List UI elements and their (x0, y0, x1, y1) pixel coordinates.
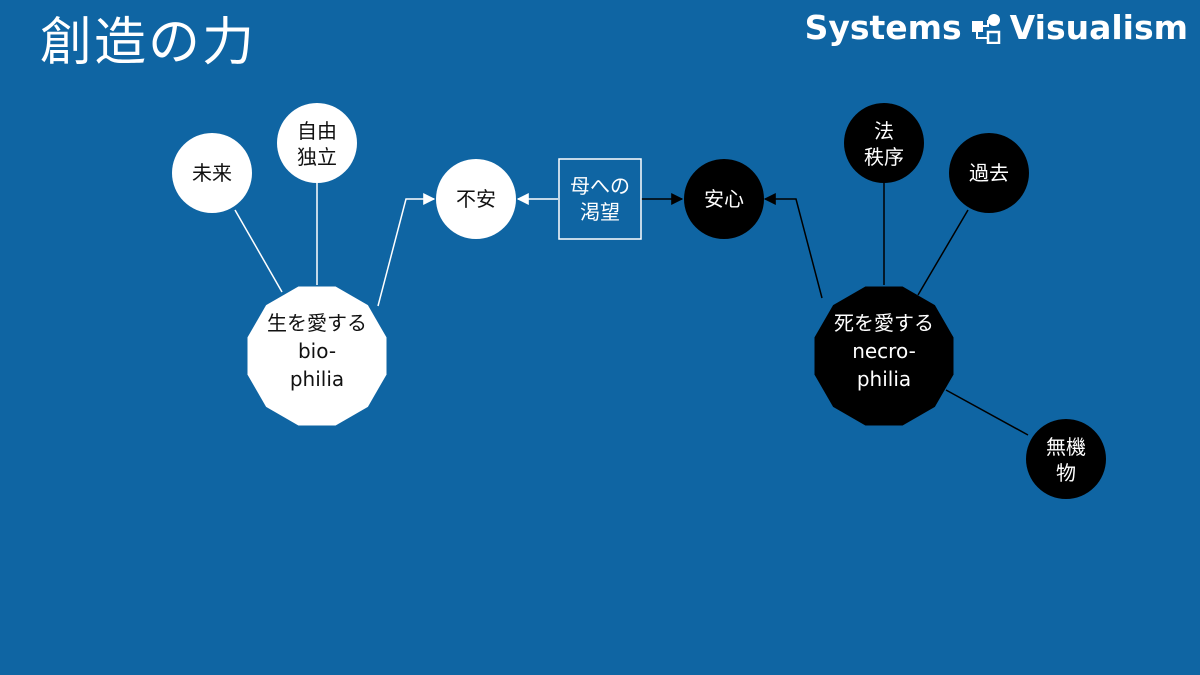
node-jiyu-label-1: 自由 (297, 119, 337, 143)
edge-mukibutsu-necrophilia (945, 389, 1029, 436)
slide-title: 創造の力 (40, 13, 257, 73)
node-anshin: 安心 (684, 159, 764, 239)
node-fuan: 不安 (436, 159, 516, 239)
node-jiyu: 自由 独立 (277, 103, 357, 183)
node-necrophilia-label-2: necro- (852, 339, 916, 363)
node-hou-label-1: 法 (874, 119, 894, 143)
brand-right-text: Visualism (1009, 8, 1188, 47)
flow-diagram-logo-icon (971, 13, 1000, 44)
node-katsubou: 母への 渇望 (558, 158, 642, 240)
node-hou: 法 秩序 (844, 103, 924, 183)
node-biophilia-label-2: bio- (298, 339, 336, 363)
edge-necrophilia-anshin (763, 193, 823, 299)
node-jiyu-label-2: 独立 (297, 145, 337, 169)
edge-mirai-biophilia (234, 209, 283, 293)
node-kako: 過去 (949, 133, 1029, 213)
node-mukibutsu-label-2: 物 (1056, 461, 1076, 485)
node-katsubou-label-1: 母への (570, 174, 630, 198)
node-mukibutsu: 無機 物 (1026, 419, 1106, 499)
node-biophilia: 生を愛する bio- philia (247, 286, 387, 426)
node-biophilia-label-1: 生を愛する (267, 311, 367, 335)
node-mirai: 未来 (172, 133, 252, 213)
node-mirai-label: 未来 (192, 161, 232, 185)
node-katsubou-label-2: 渇望 (580, 200, 620, 224)
node-mukibutsu-label-1: 無機 (1046, 435, 1086, 459)
brand-left-text: Systems (804, 8, 962, 47)
node-anshin-label: 安心 (704, 187, 744, 211)
node-necrophilia-label-1: 死を愛する (834, 311, 934, 335)
brand-logo: Systems Visualism (805, 8, 1188, 47)
node-necrophilia-label-3: philia (857, 367, 911, 391)
edge-biophilia-fuan (377, 193, 436, 307)
node-fuan-label: 不安 (456, 187, 496, 211)
node-hou-label-2: 秩序 (864, 145, 904, 169)
node-necrophilia: 死を愛する necro- philia (814, 286, 954, 426)
node-biophilia-label-3: philia (290, 367, 344, 391)
node-kako-label: 過去 (969, 161, 1009, 185)
edge-kako-necrophilia (917, 209, 969, 296)
